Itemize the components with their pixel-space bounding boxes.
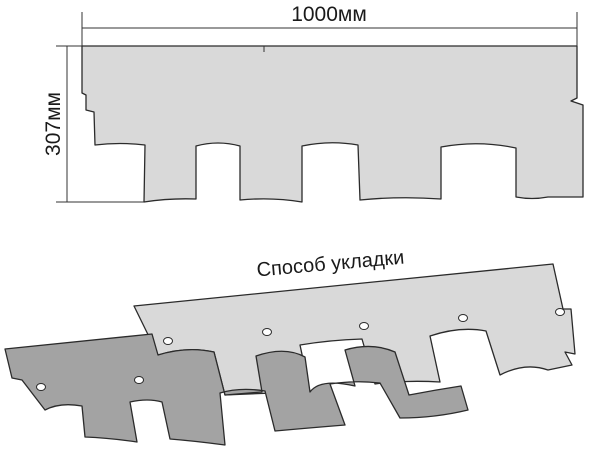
nail-hole <box>555 308 565 316</box>
height-dimension-label: 307мм <box>42 92 65 156</box>
nail-hole <box>134 376 144 384</box>
nail-hole <box>458 314 468 322</box>
width-dimension-label: 1000мм <box>291 3 367 26</box>
shingle-dimension-drawing: 1000мм 307мм <box>42 3 584 203</box>
nail-hole <box>262 328 272 336</box>
installation-method-title: Способ укладки <box>256 247 405 282</box>
shingle-outline <box>81 45 584 203</box>
nail-hole <box>359 322 369 330</box>
shingle-dark-front <box>4 333 469 446</box>
installation-method-drawing: Способ укладки <box>4 247 576 446</box>
nail-hole <box>163 337 173 345</box>
nail-hole <box>36 383 46 391</box>
